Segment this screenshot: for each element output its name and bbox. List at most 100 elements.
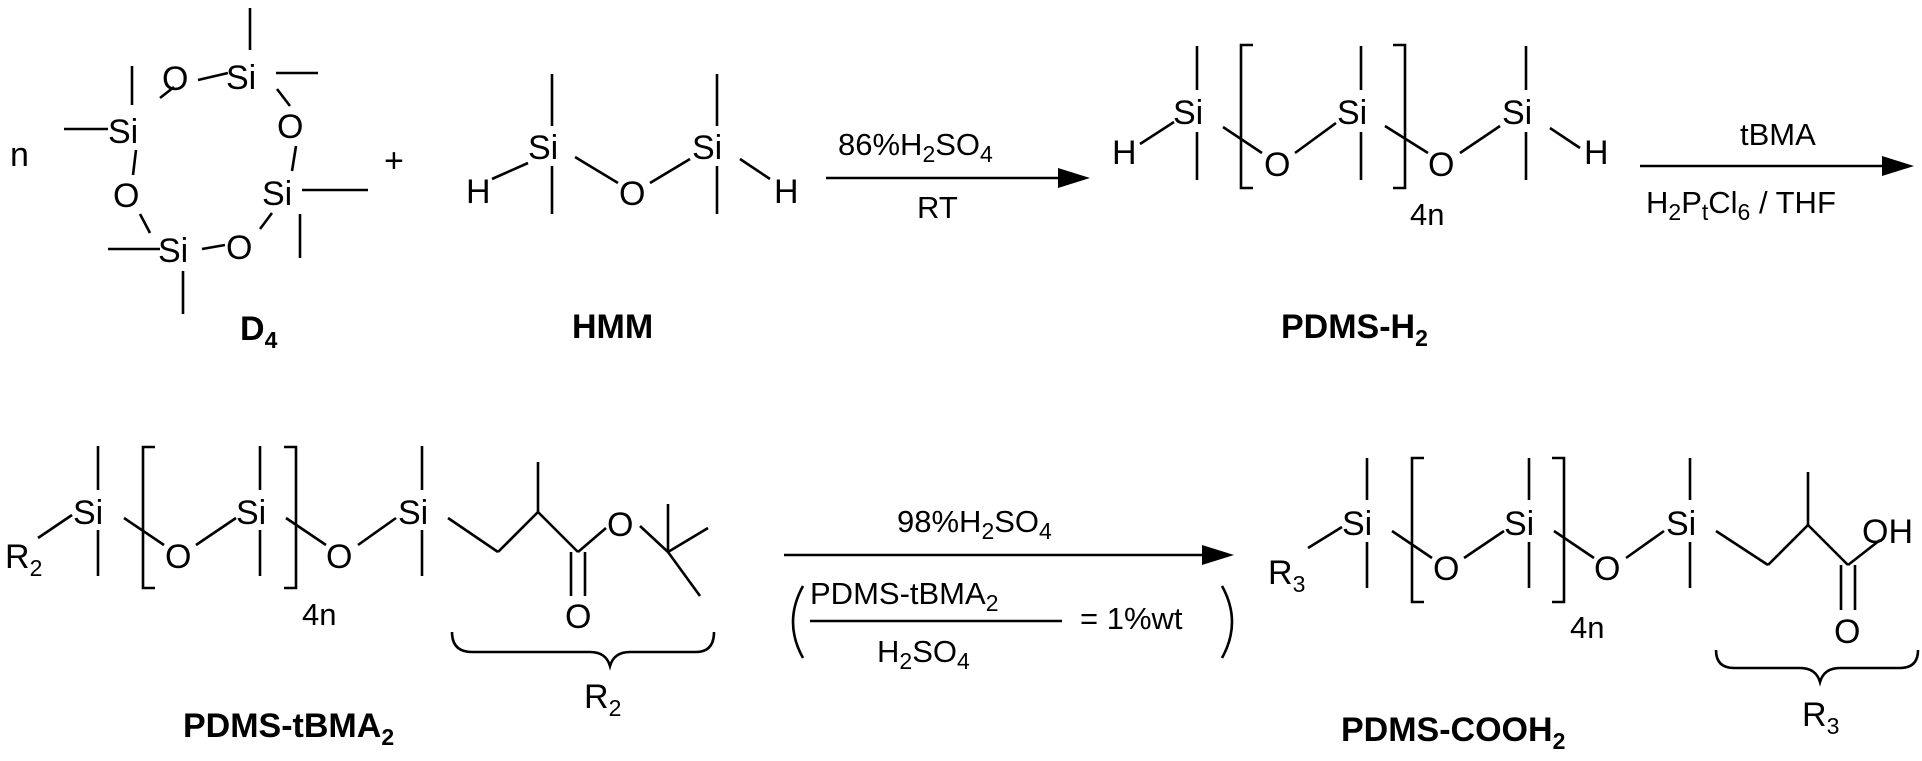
arrow-3-paren-right — [1220, 585, 1234, 659]
d4-si-3: Si — [158, 232, 188, 270]
pdms-cooh2-bond — [1715, 529, 1769, 567]
d4-multiplier: n — [10, 136, 29, 174]
arrow-3-ratio-numerator: PDMS-tBMA2 — [810, 576, 998, 616]
pdms-cooh2-r3-left: R3 — [1268, 554, 1305, 597]
pdms-tbma2-label: PDMS-tBMA2 — [183, 707, 394, 750]
pdms-h2-bond — [1222, 125, 1263, 155]
pdms-cooh2-bond — [1807, 524, 1849, 566]
pdms-h2-h-left: H — [1112, 134, 1137, 172]
pdms-cooh2-bond — [1847, 538, 1881, 567]
pdms-tbma2-si-2: Si — [236, 494, 266, 532]
plus-sign: + — [384, 142, 404, 180]
arrow-1-condition: RT — [917, 190, 958, 225]
arrow-3-head — [1202, 545, 1234, 565]
pdms-cooh2-label: PDMS-COOH2 — [1341, 711, 1565, 754]
hmm-si-left: Si — [528, 129, 558, 167]
pdms-h2-bond — [1139, 120, 1175, 146]
d4-ring-bond — [159, 85, 175, 100]
d4-si-4: Si — [108, 113, 138, 151]
arrow-2-reagent: tBMA — [1740, 117, 1816, 152]
reaction-arrow-2: tBMA H2PtCl6 / THF — [1640, 117, 1914, 225]
pdms-tbma2-o-1: O — [165, 538, 191, 576]
pdms-h2-bracket-right — [1393, 43, 1407, 190]
pdms-cooh2-r3-brace — [1714, 649, 1920, 687]
hmm-label: HMM — [572, 308, 653, 346]
arrow-3-reagent: 98%H2SO4 — [897, 504, 1052, 544]
pdms-h2-bond — [1459, 124, 1501, 155]
pdms-tbma2-bond — [537, 511, 579, 553]
arrow-1-reagent: 86%H2SO4 — [838, 127, 993, 167]
pdms-tbma2-r2-brace-label: R2 — [584, 678, 621, 721]
d4-ring-bond — [275, 88, 292, 107]
pdms-tbma2-o-2: O — [326, 538, 352, 576]
pdms-tbma2-si-1: Si — [73, 494, 103, 532]
pdms-h2-si-1: Si — [1173, 94, 1203, 132]
pdms-cooh2-molecule: R3 Si O Si O Si OH O 4n R3 PDMS-COOH2 — [1268, 456, 1920, 754]
pdms-cooh2-si-2: Si — [1504, 505, 1534, 543]
pdms-tbma2-tbutyl-bond — [666, 551, 702, 597]
pdms-cooh2-r3-brace-label: R3 — [1802, 696, 1839, 739]
pdms-tbma2-r2-left: R2 — [5, 538, 42, 581]
pdms-cooh2-si-3: Si — [1666, 505, 1696, 543]
hmm-molecule: H Si O Si H HMM — [466, 74, 799, 346]
arrow-2-head — [1882, 156, 1914, 176]
pdms-tbma2-ester-o: O — [607, 506, 633, 544]
pdms-h2-bond — [1549, 126, 1581, 150]
d4-o-2: O — [277, 108, 303, 146]
pdms-tbma2-r2-brace — [450, 631, 716, 671]
pdms-tbma2-bond — [285, 516, 327, 547]
hmm-o: O — [619, 175, 645, 213]
hmm-bond — [649, 157, 691, 185]
d4-ring-bond — [290, 145, 298, 172]
pdms-tbma2-bond — [195, 516, 237, 547]
arrow-3-ratio-value: = 1%wt — [1080, 601, 1183, 636]
pdms-h2-o-2: O — [1428, 146, 1454, 184]
pdms-h2-si-2: Si — [1337, 94, 1367, 132]
hmm-bond — [491, 161, 529, 181]
pdms-tbma2-bond — [37, 513, 73, 540]
pdms-tbma2-bond — [357, 516, 397, 547]
pdms-h2-repeat: 4n — [1410, 197, 1444, 232]
reaction-arrow-3: 98%H2SO4 PDMS-tBMA2 H2SO4 = 1%wt — [784, 504, 1234, 674]
d4-o-1: O — [162, 60, 188, 98]
pdms-tbma2-bond — [497, 511, 539, 553]
d4-si-2: Si — [262, 175, 292, 213]
pdms-h2-o-1: O — [1264, 146, 1290, 184]
pdms-h2-si-3: Si — [1502, 94, 1532, 132]
pdms-tbma2-tbutyl-bond — [667, 526, 709, 554]
hmm-bond — [574, 155, 619, 185]
pdms-cooh2-bond — [1625, 529, 1665, 560]
d4-ring-bond — [258, 212, 274, 230]
pdms-tbma2-bracket-right — [284, 445, 298, 590]
pdms-tbma2-molecule: R2 Si O Si O Si O O 4n R2 PDMS-tBMA2 — [5, 445, 716, 750]
pdms-tbma2-bond — [577, 527, 607, 553]
reaction-arrow-1: 86%H2SO4 RT — [826, 127, 1090, 225]
pdms-h2-h-right: H — [1584, 134, 1609, 172]
d4-label: D4 — [240, 310, 278, 353]
arrow-1-head — [1058, 168, 1090, 188]
pdms-tbma2-bond — [447, 516, 499, 554]
d4-si-1: Si — [226, 59, 256, 97]
pdms-tbma2-carbonyl-o: O — [565, 598, 591, 636]
pdms-cooh2-carbonyl-o: O — [1834, 613, 1860, 651]
pdms-cooh2-bond — [1463, 529, 1505, 560]
arrow-2-catalyst: H2PtCl6 / THF — [1646, 185, 1836, 225]
d4-o-4: O — [113, 177, 139, 215]
d4-o-3: O — [226, 229, 252, 267]
pdms-h2-label: PDMS-H2 — [1281, 308, 1428, 351]
pdms-cooh2-hydroxyl: OH — [1862, 513, 1913, 551]
pdms-cooh2-bond — [1307, 525, 1343, 550]
pdms-cooh2-bracket-right — [1552, 456, 1566, 604]
pdms-cooh2-bond — [1767, 524, 1809, 566]
pdms-tbma2-si-3: Si — [398, 494, 428, 532]
d4-ring-bond — [138, 213, 152, 234]
pdms-h2-molecule: H Si O Si O Si H 4n PDMS-H2 — [1112, 43, 1609, 351]
d4-ring-bond — [201, 243, 226, 251]
pdms-cooh2-o-2: O — [1594, 550, 1620, 588]
pdms-h2-bond — [1294, 121, 1337, 155]
pdms-cooh2-o-1: O — [1433, 550, 1459, 588]
d4-ring-bond — [131, 149, 138, 176]
hmm-h-right: H — [774, 173, 799, 211]
pdms-tbma2-bond — [639, 525, 669, 553]
